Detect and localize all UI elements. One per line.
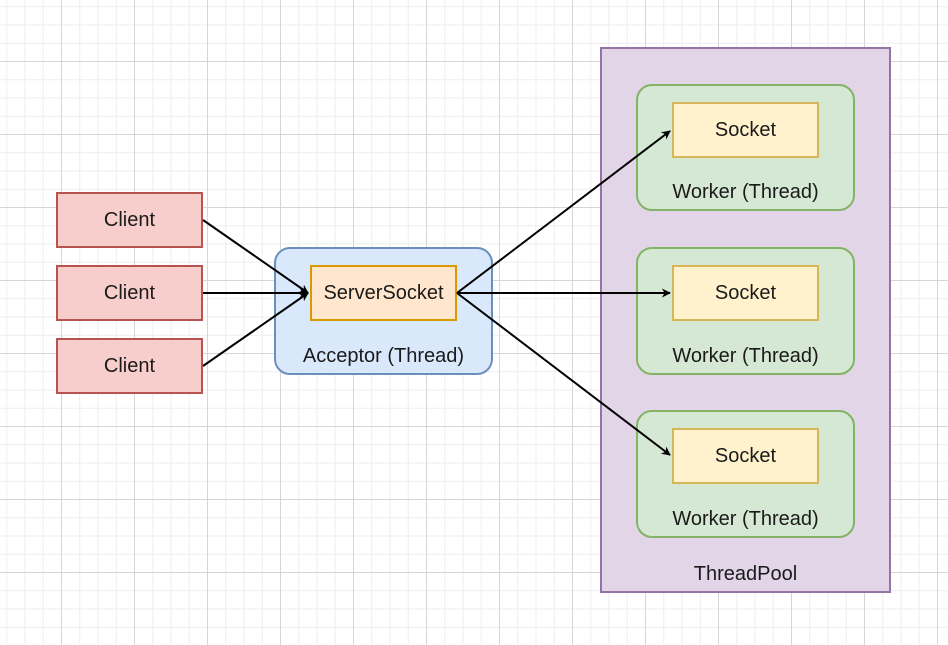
socket-1[interactable]: Socket xyxy=(672,102,819,158)
acceptor-thread-label: Acceptor (Thread) xyxy=(302,345,465,367)
client-3[interactable]: Client xyxy=(56,338,203,394)
worker-thread-label: Worker (Thread) xyxy=(672,345,819,367)
thread-pool-label: ThreadPool xyxy=(693,563,798,585)
worker-thread-label: Worker (Thread) xyxy=(672,181,819,203)
worker-thread-label: Worker (Thread) xyxy=(672,508,819,530)
server-socket[interactable]: ServerSocket xyxy=(310,265,457,321)
client-2[interactable]: Client xyxy=(56,265,203,321)
socket-2[interactable]: Socket xyxy=(672,265,819,321)
socket-3[interactable]: Socket xyxy=(672,428,819,484)
client-1[interactable]: Client xyxy=(56,192,203,248)
